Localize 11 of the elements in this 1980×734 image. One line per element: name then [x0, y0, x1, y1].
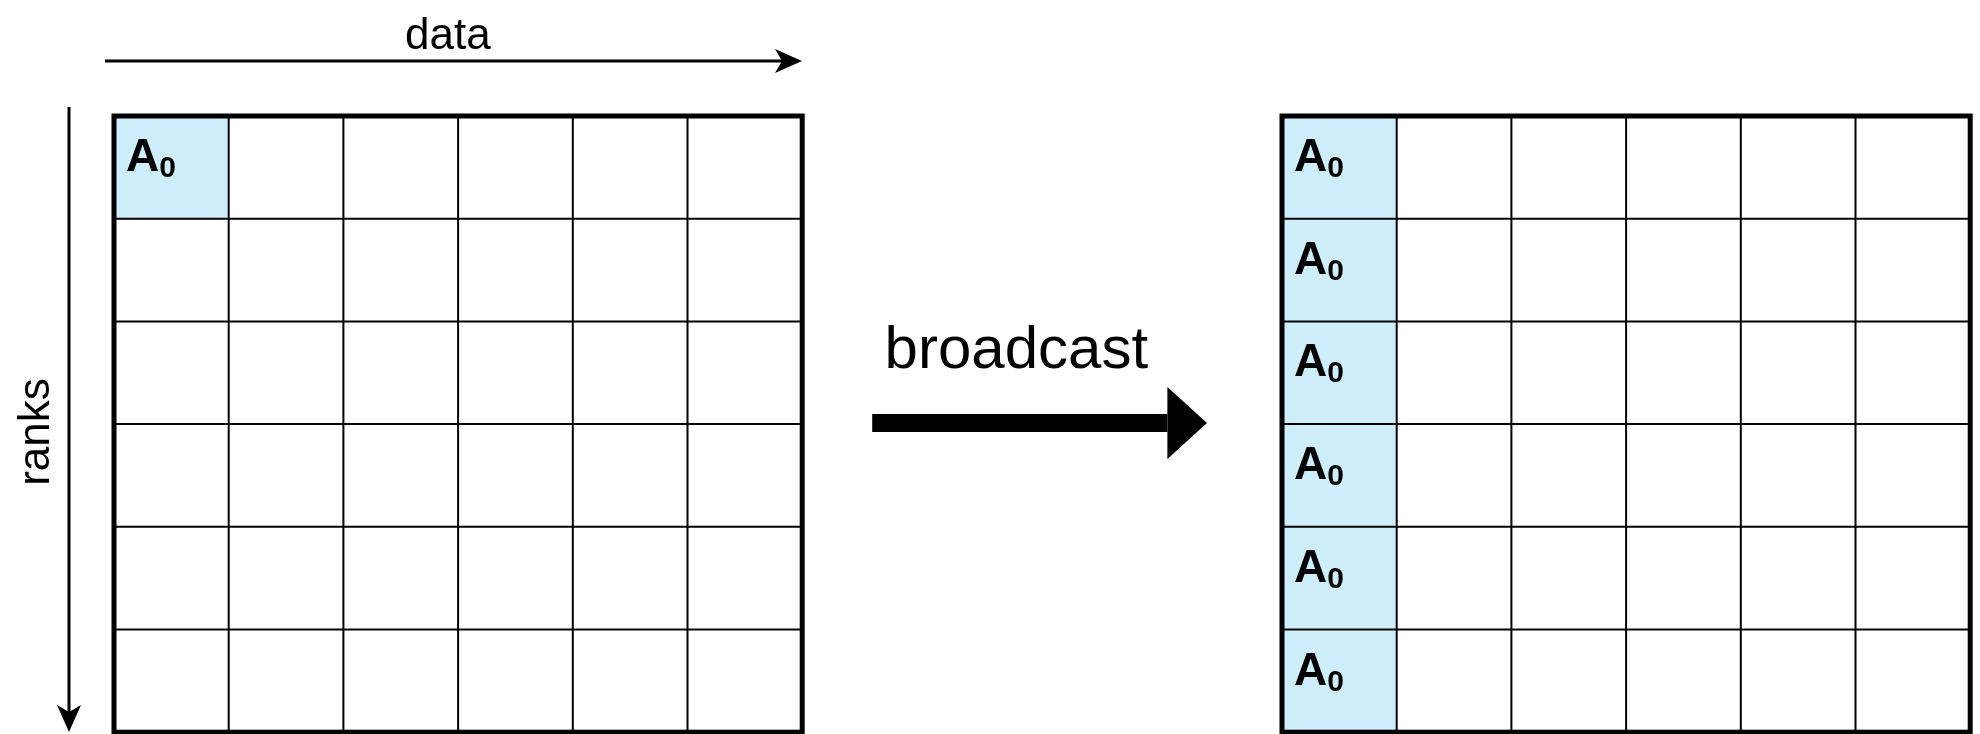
data-cell: A$_{0}$	[1282, 218, 1397, 322]
data-cell: A$_{0}$	[1282, 321, 1397, 425]
data-cell: A$_{0}$	[1282, 116, 1397, 219]
edge-label: broadcast	[884, 318, 1149, 378]
data-cell: A$_{0}$	[114, 116, 229, 219]
axis-label: ranks	[11, 378, 56, 486]
arrow	[872, 387, 1207, 459]
axis-label: data	[405, 12, 491, 56]
data-cell: A$_{0}$	[1282, 424, 1397, 527]
data-cell: A$_{0}$	[1282, 526, 1397, 630]
data-cell: A$_{0}$	[1282, 629, 1397, 733]
